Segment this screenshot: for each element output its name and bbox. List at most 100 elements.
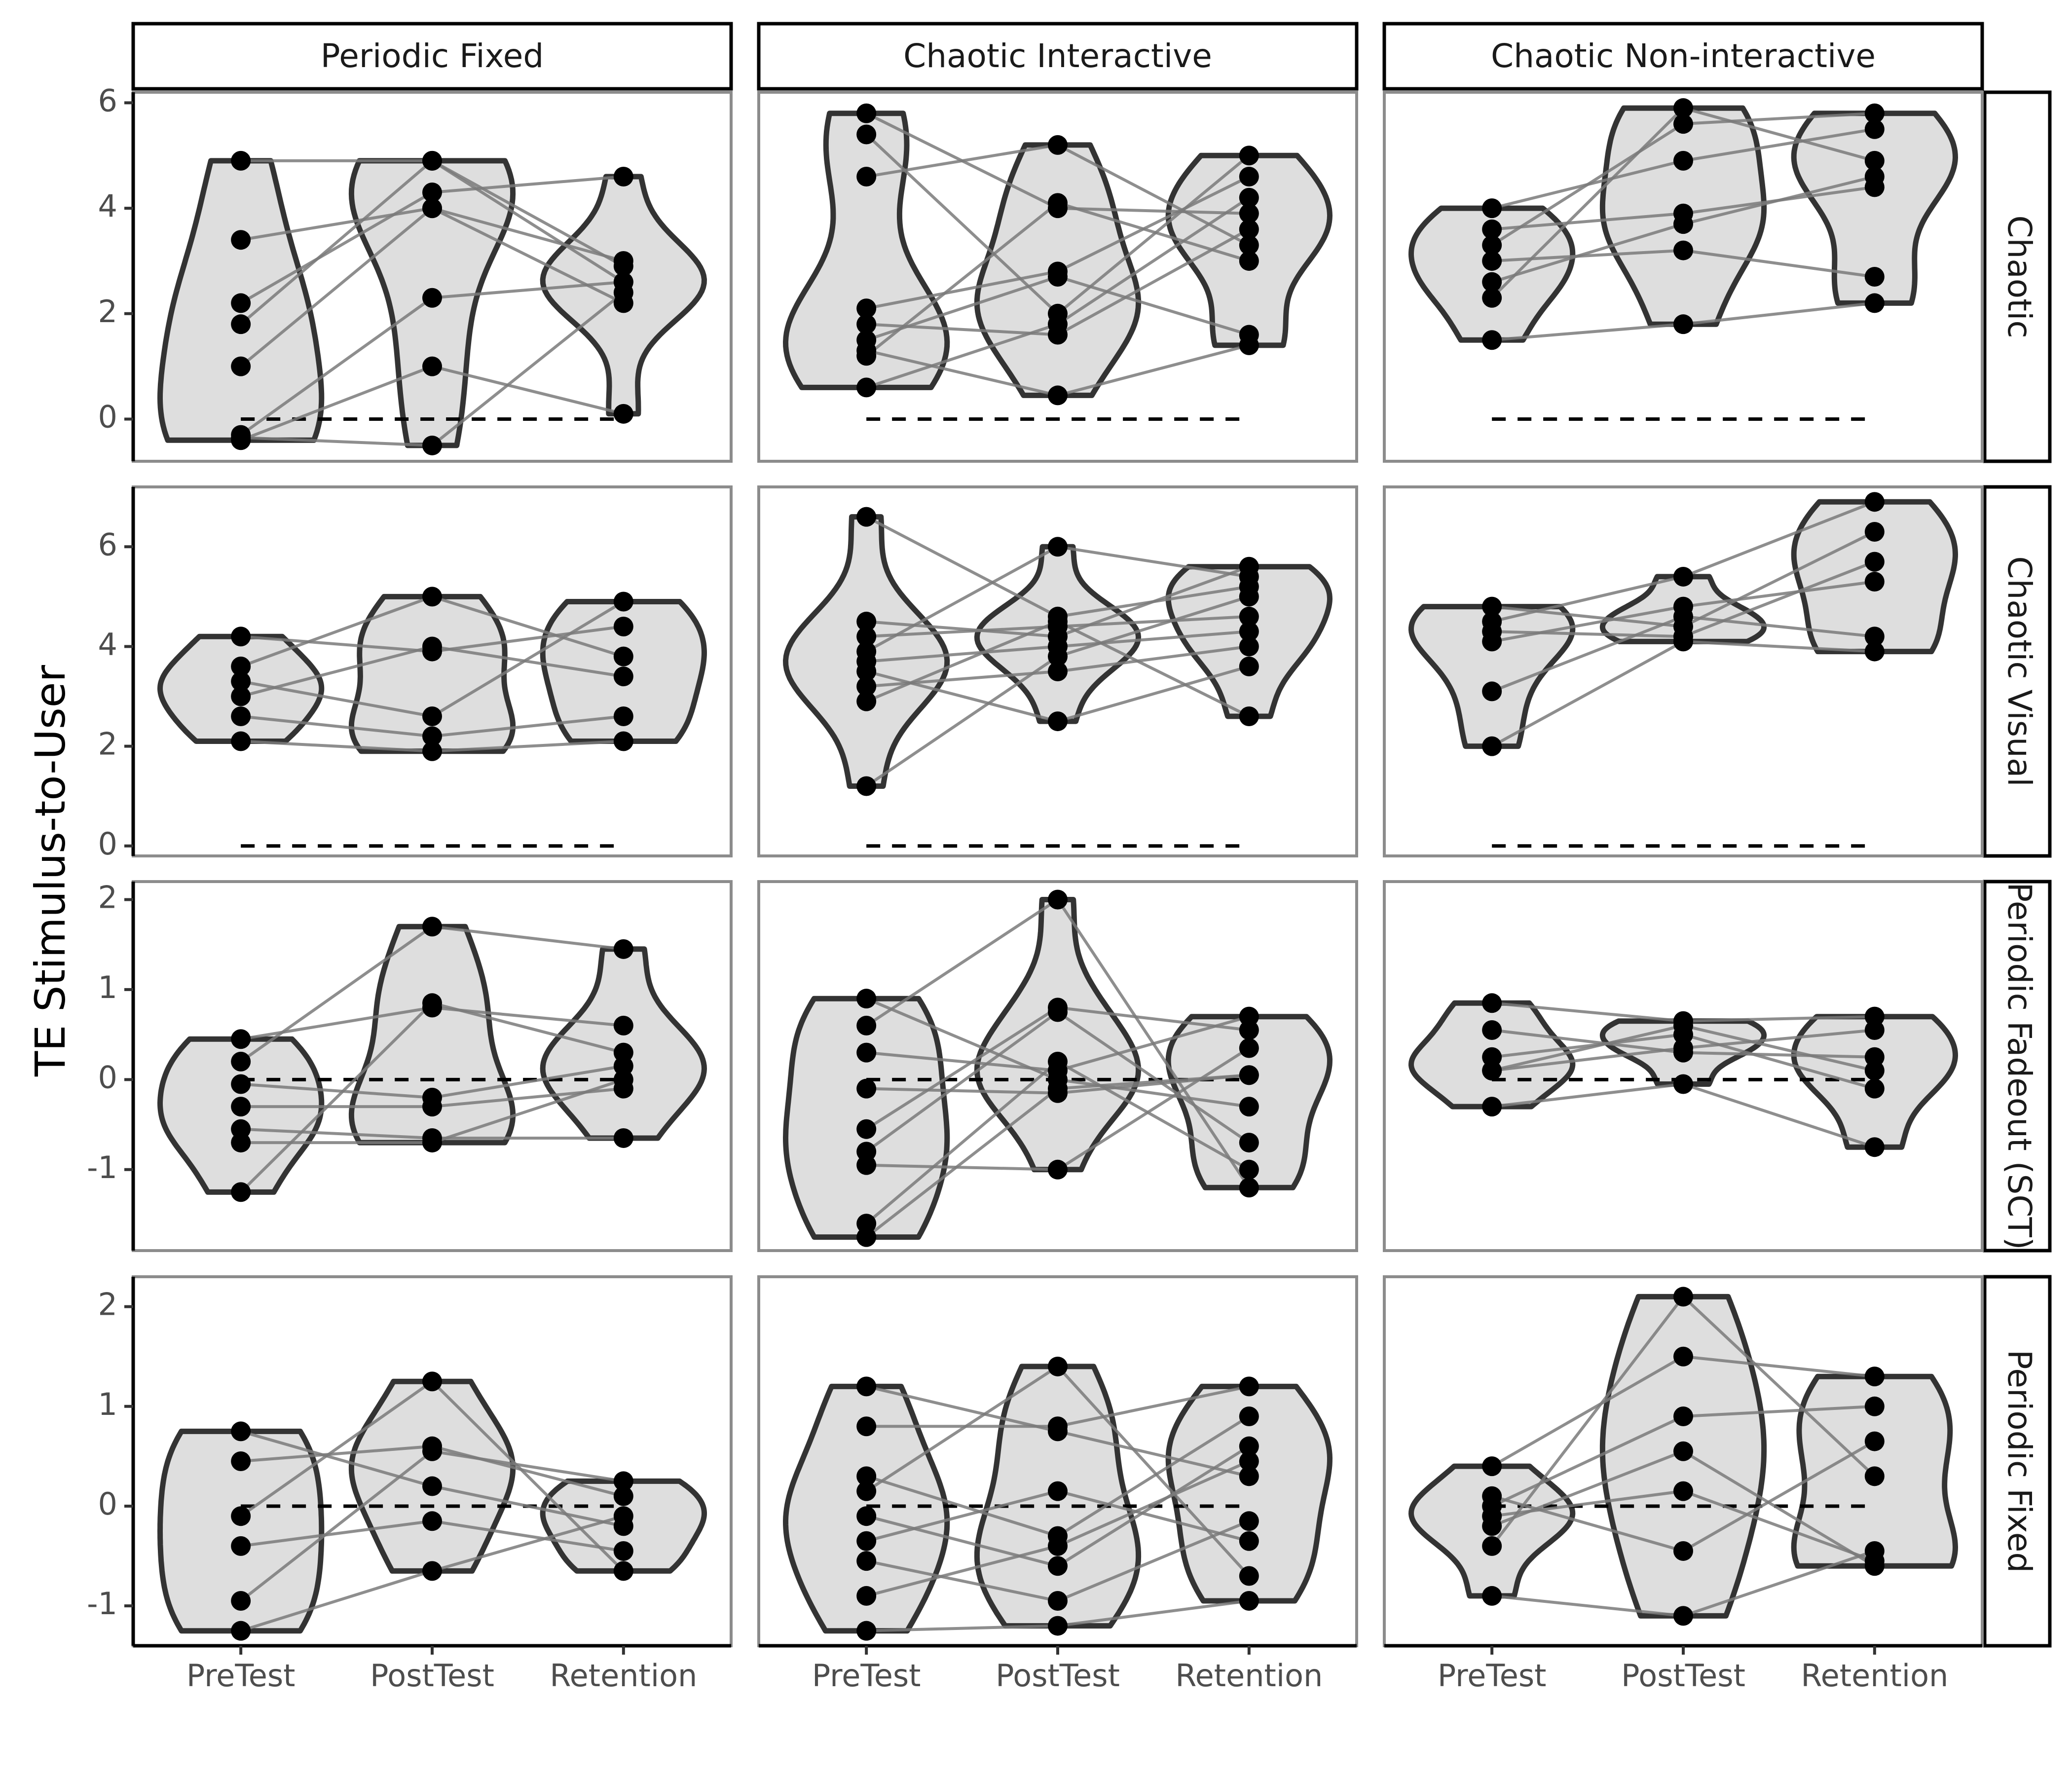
data-point — [1239, 219, 1259, 239]
y-tick-label: -1 — [87, 1586, 117, 1622]
column-strip-box — [131, 22, 733, 91]
data-point — [1482, 1536, 1502, 1556]
data-point — [1864, 1466, 1885, 1486]
data-point — [1673, 214, 1693, 234]
x-tick-label: PostTest — [1621, 1658, 1745, 1694]
data-point — [1482, 1506, 1502, 1526]
data-point — [1048, 1051, 1068, 1072]
data-point — [422, 917, 442, 937]
data-point — [1673, 1038, 1693, 1058]
data-point — [1673, 1346, 1693, 1367]
data-point — [231, 1074, 251, 1094]
data-point — [1673, 150, 1693, 171]
data-point — [1864, 166, 1885, 186]
data-point — [1482, 1020, 1502, 1040]
data-point — [613, 706, 633, 726]
data-point — [1048, 537, 1068, 557]
data-point — [856, 662, 877, 681]
data-point — [1048, 135, 1068, 155]
data-point — [1239, 235, 1259, 255]
y-tick-label: 1 — [98, 1386, 117, 1422]
data-point — [1673, 1606, 1693, 1626]
data-point — [1673, 566, 1693, 587]
data-point — [1048, 611, 1068, 631]
y-tick-label: 4 — [98, 627, 117, 663]
data-point — [1239, 1038, 1259, 1058]
data-point — [1482, 1586, 1502, 1606]
data-point — [1673, 1074, 1693, 1094]
data-point — [1048, 314, 1068, 334]
data-point — [856, 676, 877, 697]
data-point — [613, 1015, 633, 1036]
data-point — [613, 731, 633, 751]
data-point — [1673, 1287, 1693, 1307]
y-tick-label: 0 — [98, 826, 117, 862]
data-point — [1048, 1002, 1068, 1022]
data-point — [856, 1376, 877, 1397]
data-point — [1864, 150, 1885, 171]
data-point — [856, 314, 877, 334]
y-tick-label: 2 — [98, 1287, 117, 1323]
data-point — [1864, 521, 1885, 542]
data-point — [1239, 203, 1259, 223]
data-point — [422, 356, 442, 376]
data-point — [1482, 1061, 1502, 1081]
data-point — [856, 1531, 877, 1551]
data-point — [231, 731, 251, 751]
data-point — [1239, 1406, 1259, 1427]
data-point — [613, 1471, 633, 1491]
data-point — [1048, 1159, 1068, 1180]
data-point — [422, 150, 442, 171]
data-point — [1482, 219, 1502, 239]
violin-shape — [1791, 111, 1958, 306]
data-point — [422, 706, 442, 726]
data-point — [1239, 1178, 1259, 1198]
data-point — [613, 404, 633, 424]
data-point — [856, 1551, 877, 1571]
data-point — [613, 939, 633, 959]
y-tick-label: 0 — [98, 1486, 117, 1522]
data-point — [613, 1486, 633, 1506]
data-point — [613, 646, 633, 666]
data-point — [613, 1561, 633, 1581]
data-point — [1239, 706, 1259, 726]
y-tick-label: 0 — [98, 399, 117, 435]
data-point — [856, 103, 877, 123]
data-point — [613, 1056, 633, 1076]
data-point — [1048, 1481, 1068, 1501]
data-point — [1239, 335, 1259, 355]
facet-panel — [757, 485, 1358, 857]
data-point — [422, 587, 442, 607]
panel-border — [757, 880, 1358, 1252]
row-strip-box — [1983, 1275, 2052, 1648]
data-point — [1864, 1367, 1885, 1387]
facet-panel — [1383, 91, 1984, 463]
violin-shape — [974, 897, 1142, 1173]
data-point — [1864, 119, 1885, 139]
data-point — [231, 1029, 251, 1049]
data-point — [1048, 385, 1068, 406]
x-tick-label: PreTest — [1438, 1658, 1547, 1694]
data-point — [856, 1506, 877, 1526]
data-point — [422, 288, 442, 308]
violin-shape — [348, 1378, 516, 1574]
data-point — [613, 1070, 633, 1090]
data-point — [422, 1511, 442, 1531]
data-point — [1673, 314, 1693, 334]
data-point — [231, 1097, 251, 1117]
data-point — [1673, 98, 1693, 118]
data-point — [231, 427, 251, 447]
data-point — [1482, 596, 1502, 617]
data-point — [231, 314, 251, 334]
data-point — [613, 1506, 633, 1526]
data-point — [1048, 1356, 1068, 1376]
data-point — [422, 1441, 442, 1461]
data-point — [1673, 631, 1693, 652]
y-tick-label: 2 — [98, 880, 117, 916]
data-point — [422, 1133, 442, 1153]
data-point — [231, 1506, 251, 1526]
data-point — [422, 726, 442, 746]
